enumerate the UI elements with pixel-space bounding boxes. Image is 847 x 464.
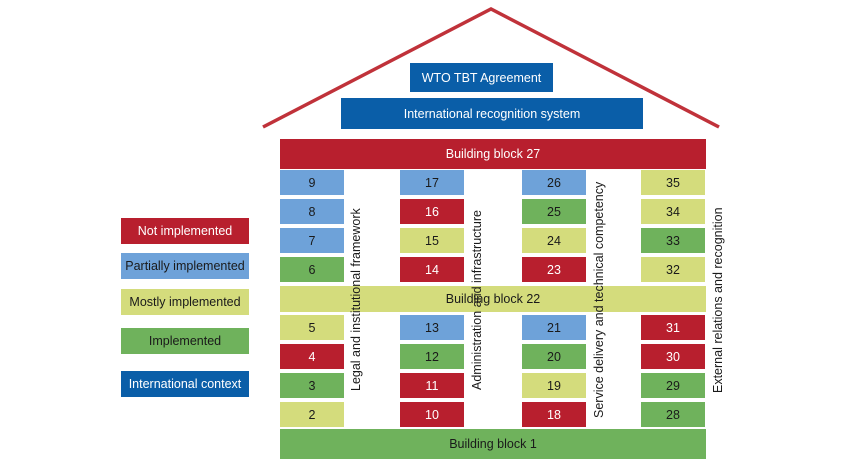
block-cell-4: 4 [280,344,344,369]
block-cell-7: 7 [280,228,344,253]
block-cell-28: 28 [641,402,705,427]
block-cell-16: 16 [400,199,464,224]
block-cell-35: 35 [641,170,705,195]
building-block-22: Building block 22 [280,286,706,312]
pillar-label-administration: Administration and infrastructure [470,210,484,390]
block-cell-10: 10 [400,402,464,427]
pillar-label-legal: Legal and institutional framework [349,208,363,392]
building-block-1: Building block 1 [280,429,706,459]
block-cell-30: 30 [641,344,705,369]
block-cell-26: 26 [522,170,586,195]
legend-international-context: International context [121,371,249,397]
pillar-label-external-relations: External relations and recognition [711,207,725,393]
block-cell-14: 14 [400,257,464,282]
block-cell-32: 32 [641,257,705,282]
block-cell-17: 17 [400,170,464,195]
block-cell-2: 2 [280,402,344,427]
legend-implemented: Implemented [121,328,249,354]
legend-partially-implemented: Partially implemented [121,253,249,279]
legend-mostly-implemented: Mostly implemented [121,289,249,315]
block-cell-3: 3 [280,373,344,398]
building-block-27: Building block 27 [280,139,706,169]
legend-not-implemented: Not implemented [121,218,249,244]
pillar-label-service-delivery: Service delivery and technical competenc… [592,181,606,419]
block-cell-11: 11 [400,373,464,398]
block-cell-15: 15 [400,228,464,253]
block-cell-34: 34 [641,199,705,224]
block-cell-19: 19 [522,373,586,398]
block-cell-31: 31 [641,315,705,340]
block-cell-25: 25 [522,199,586,224]
block-cell-24: 24 [522,228,586,253]
roof-line [262,7,720,129]
block-cell-8: 8 [280,199,344,224]
block-cell-9: 9 [280,170,344,195]
block-cell-18: 18 [522,402,586,427]
international-recognition-box: International recognition system [341,98,643,129]
block-cell-21: 21 [522,315,586,340]
block-cell-5: 5 [280,315,344,340]
block-cell-6: 6 [280,257,344,282]
block-cell-29: 29 [641,373,705,398]
block-cell-33: 33 [641,228,705,253]
block-cell-13: 13 [400,315,464,340]
block-cell-23: 23 [522,257,586,282]
block-cell-20: 20 [522,344,586,369]
block-cell-12: 12 [400,344,464,369]
wto-tbt-box: WTO TBT Agreement [410,63,553,92]
